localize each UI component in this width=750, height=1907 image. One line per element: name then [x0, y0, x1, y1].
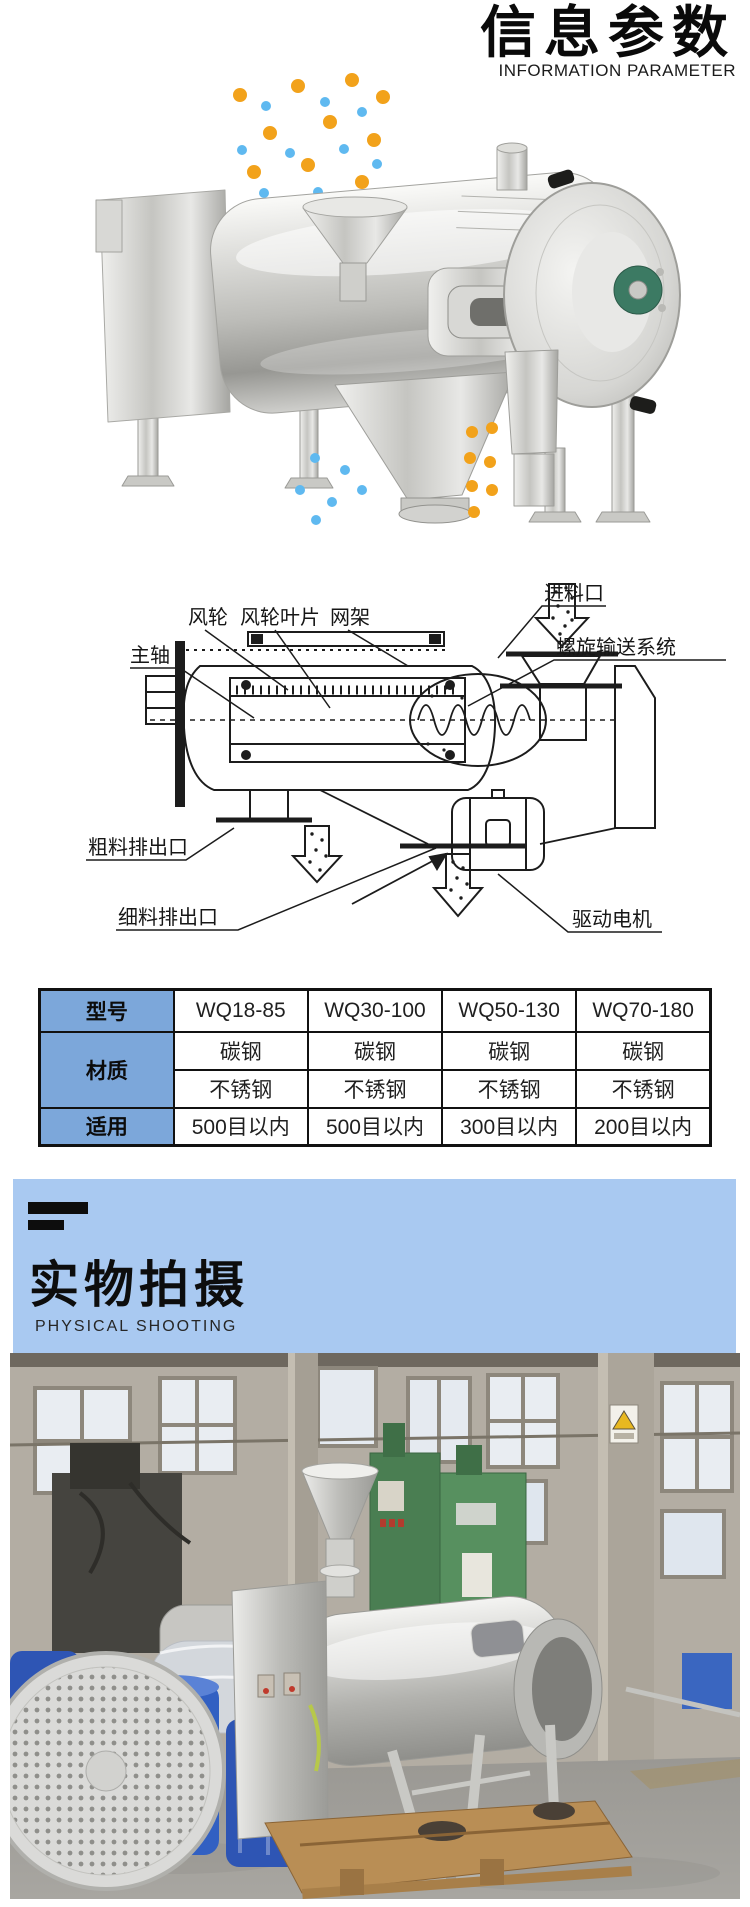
diagram-label-mesh-frame: 网架: [330, 606, 370, 629]
section-subtitle: PHYSICAL SHOOTING: [35, 1318, 238, 1335]
blue-cloth: [682, 1653, 732, 1709]
clamp-knob-bottom: [629, 396, 657, 414]
factory-photo: [10, 1353, 740, 1899]
fine-outlet-cone: [334, 371, 516, 524]
material-cell: 不锈钢: [306, 1068, 444, 1109]
apply-cell: 500目以内: [172, 1106, 309, 1147]
apply-cell: 200目以内: [575, 1106, 712, 1147]
table-row-material-carbon: 材质 碳钢 碳钢 碳钢 碳钢: [38, 1030, 712, 1109]
motor-drawing: [451, 789, 545, 871]
model-header-cell: 型号: [38, 988, 175, 1033]
material-cell: 碳钢: [306, 1030, 444, 1071]
model-cell: WQ50-130: [441, 988, 578, 1033]
page-subtitle: INFORMATION PARAMETER: [498, 60, 736, 80]
drive-housing: [99, 189, 231, 423]
coarse-outlet-duct: [504, 349, 559, 507]
decor-dash: [28, 1202, 88, 1214]
vent-pipe: [496, 147, 528, 191]
diagram-label-fan-wheel: 风轮: [188, 606, 228, 629]
material-cell: 碳钢: [575, 1030, 712, 1071]
factory-windows: [33, 1366, 734, 1579]
table-row-apply: 适用 500目以内 500目以内 300目以内 200目以内: [38, 1106, 712, 1147]
material-cell: 碳钢: [441, 1030, 578, 1071]
clamp-knob-top: [547, 169, 575, 189]
apply-cell: 500目以内: [306, 1106, 444, 1147]
material-cell: 不锈钢: [575, 1068, 712, 1109]
material-cell: 碳钢: [172, 1030, 309, 1071]
decor-dash: [28, 1220, 64, 1230]
feed-funnel: [302, 196, 408, 302]
diagram-label-main-shaft: 主轴: [130, 644, 170, 667]
diagram-label-drive-motor: 驱动电机: [572, 908, 652, 931]
model-cell: WQ30-100: [306, 988, 444, 1033]
machine-in-factory: [231, 1462, 633, 1899]
material-header-cell: 材质: [38, 1030, 175, 1109]
spec-table: 型号 WQ18-85 WQ30-100 WQ50-130 WQ70-180 材质…: [38, 988, 712, 1147]
sieving-machine: [95, 142, 681, 524]
material-cell: 不锈钢: [172, 1068, 309, 1109]
page-title: 信息参数: [480, 1, 736, 64]
warning-sign-icon: [609, 1404, 639, 1444]
wooden-pallet: [264, 1800, 633, 1899]
diagram-label-screw-conveyor: 螺旋输送系统: [556, 636, 676, 659]
structure-diagram: 风轮 风轮叶片 网架 主轴 进料口 螺旋输送系统 粗料排出口 细料排出口 驱动电…: [86, 582, 726, 933]
physical-shooting-section-header: 实物拍摄 PHYSICAL SHOOTING: [13, 1179, 736, 1353]
apply-cell: 300目以内: [441, 1106, 578, 1147]
section-title: 实物拍摄: [29, 1257, 249, 1313]
particle-dots-outlets: [295, 422, 498, 525]
apply-header-cell: 适用: [38, 1106, 175, 1147]
perforated-disc: [10, 1651, 226, 1891]
model-cell: WQ18-85: [172, 988, 309, 1033]
material-cell: 不锈钢: [441, 1068, 578, 1109]
diagram-label-feed-inlet: 进料口: [544, 582, 604, 605]
model-cell: WQ70-180: [575, 988, 712, 1033]
product-photo: [95, 73, 681, 525]
diagram-leader-lines: [86, 605, 726, 933]
table-row-model: 型号 WQ18-85 WQ30-100 WQ50-130 WQ70-180: [38, 988, 712, 1033]
info-parameter-header: 信息参数 INFORMATION PARAMETER: [0, 0, 750, 92]
ground-wire: [308, 1704, 321, 1772]
diagram-label-coarse-outlet: 粗料排出口: [88, 836, 188, 859]
diagram-label-fine-outlet: 细料排出口: [118, 906, 218, 929]
table-row-material-stainless: 不锈钢 不锈钢 不锈钢 不锈钢: [40, 1068, 712, 1109]
diagram-label-fan-blades: 风轮叶片: [240, 606, 320, 629]
